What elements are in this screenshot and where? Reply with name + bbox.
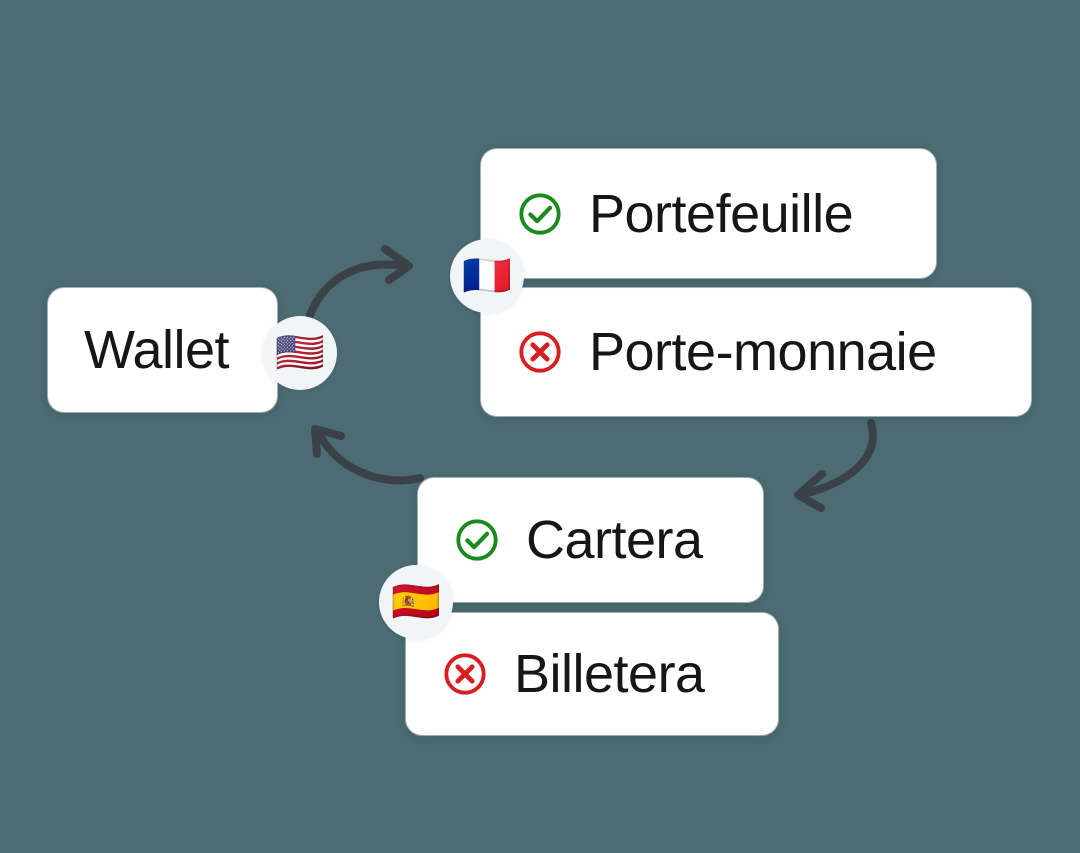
flag-fr-icon: 🇫🇷 xyxy=(450,239,524,313)
translation-card-french-incorrect[interactable]: Porte-monnaie xyxy=(481,288,1031,416)
translation-label-spanish-incorrect: Billetera xyxy=(514,644,705,704)
translation-label-french-correct: Portefeuille xyxy=(589,183,854,244)
source-word-label: Wallet xyxy=(84,320,230,380)
translation-label-spanish-correct: Cartera xyxy=(526,510,703,570)
check-circle-icon xyxy=(519,192,561,235)
x-circle-icon xyxy=(444,653,486,695)
source-word-card[interactable]: Wallet xyxy=(48,288,277,412)
translation-card-spanish-correct[interactable]: Cartera xyxy=(418,478,763,602)
translation-card-spanish-incorrect[interactable]: Billetera xyxy=(406,613,778,735)
check-circle-icon xyxy=(456,519,498,561)
arrow-source-to-french-icon xyxy=(306,245,413,319)
flag-fr-glyph: 🇫🇷 xyxy=(462,254,512,298)
translation-label-french-incorrect: Porte-monnaie xyxy=(589,322,937,382)
flag-es-glyph: 🇪🇸 xyxy=(391,580,441,624)
translation-card-french-correct[interactable]: Portefeuille xyxy=(481,149,936,278)
x-circle-icon xyxy=(519,331,561,373)
arrow-french-to-spanish-icon xyxy=(794,419,877,512)
flag-us-glyph: 🇺🇸 xyxy=(275,331,325,375)
arrow-spanish-to-source-icon xyxy=(311,425,424,485)
flag-es-icon: 🇪🇸 xyxy=(379,565,453,639)
flag-us-icon: 🇺🇸 xyxy=(263,316,337,390)
